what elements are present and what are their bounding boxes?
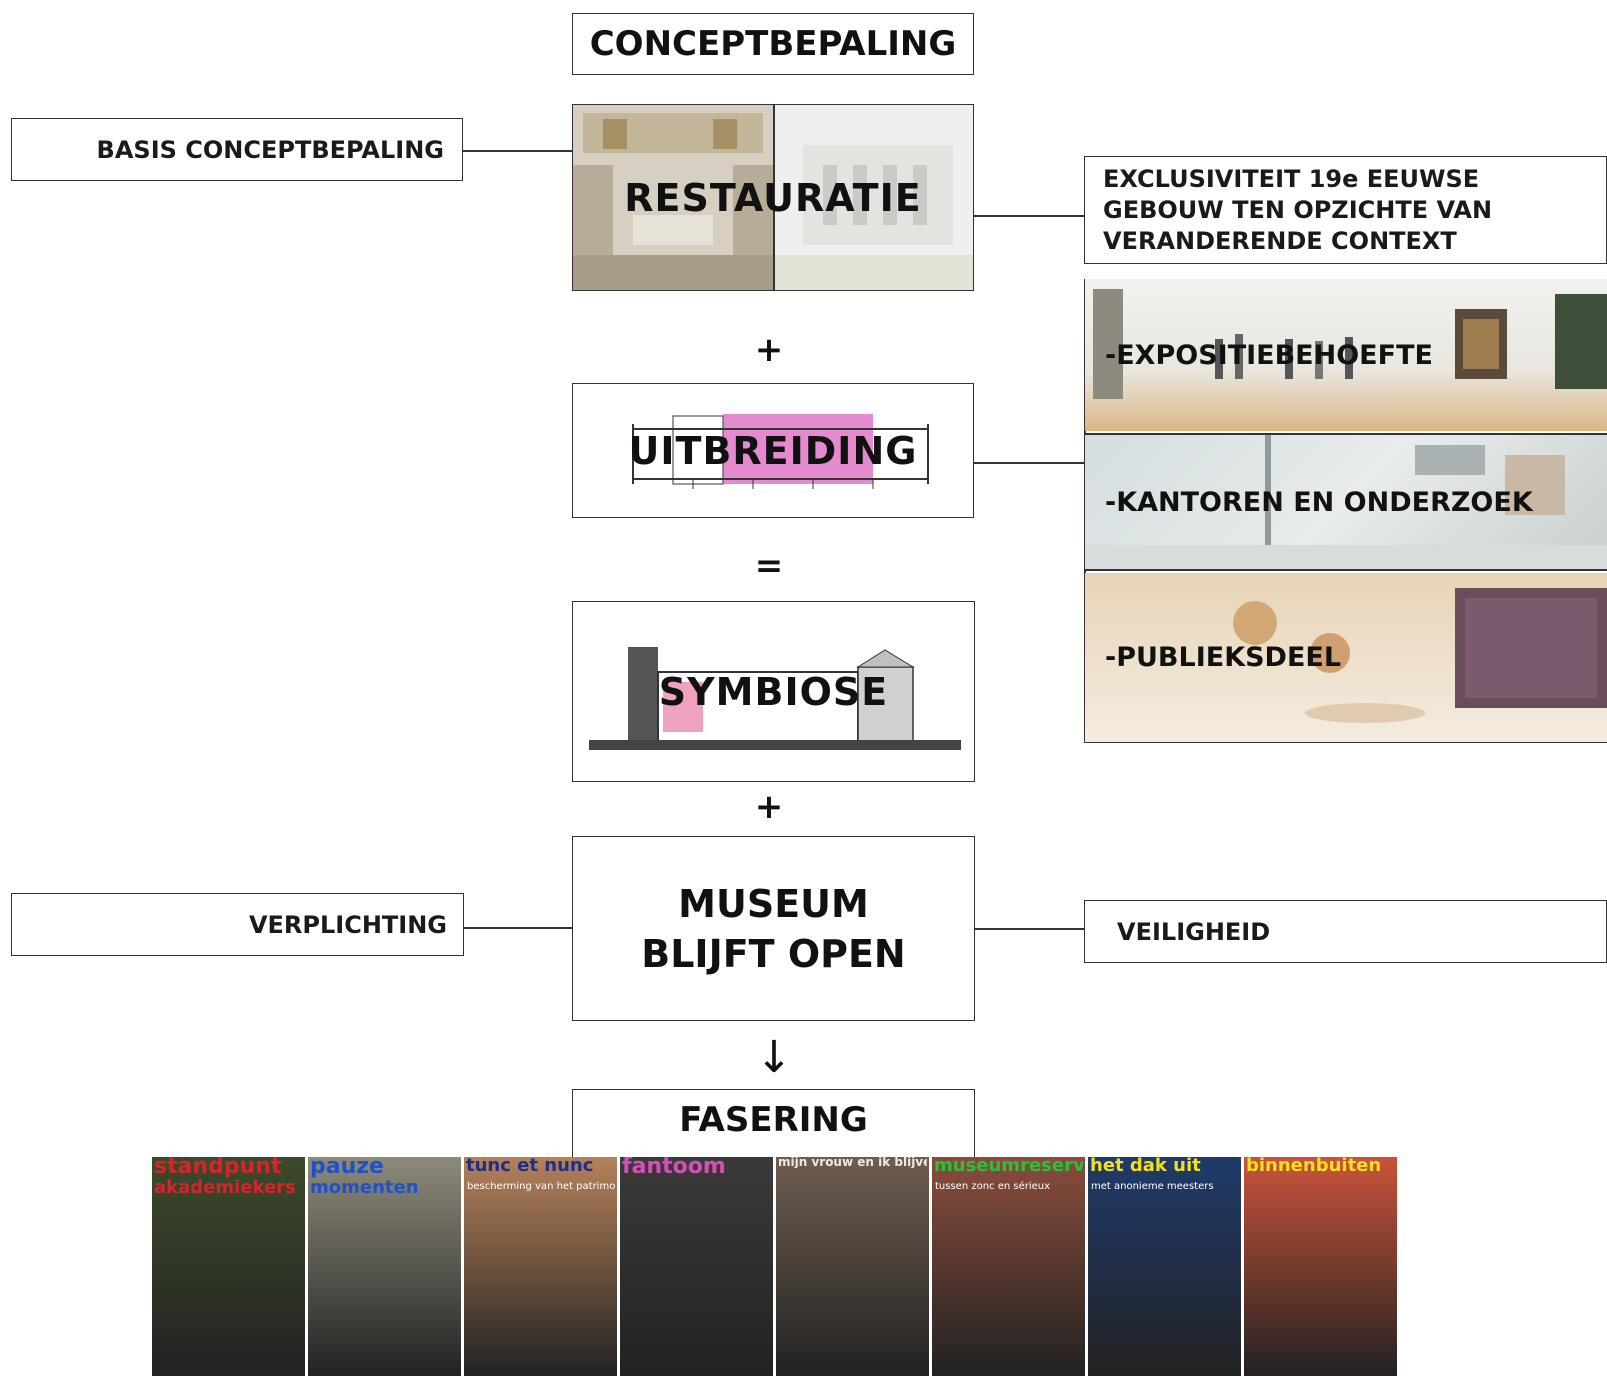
- poster-6: museumreserves tussen zonc en sérieux: [932, 1157, 1086, 1376]
- conceptbepaling-box: CONCEPTBEPALING: [572, 13, 974, 75]
- publieksdeel-photo: [1233, 588, 1607, 723]
- poster-4: fantoom: [620, 1157, 774, 1376]
- uitbreiding-title: UITBREIDING: [628, 428, 918, 473]
- exclusiviteit-label: EXCLUSIVITEIT 19e EEUWSE GEBOUW TEN OPZI…: [1084, 156, 1607, 264]
- expositie-panel: -EXPOSITIEBEHOEFTE: [1085, 279, 1607, 431]
- plus-operator-2: +: [754, 787, 784, 827]
- connector-basis: [463, 150, 573, 152]
- poster-title: fantoom: [622, 1157, 726, 1178]
- verplichting-text: VERPLICHTING: [248, 910, 447, 939]
- kantoren-text: -KANTOREN EN ONDERZOEK: [1105, 486, 1533, 518]
- expositie-text: -EXPOSITIEBEHOEFTE: [1105, 339, 1433, 371]
- poster-title: standpunt: [154, 1157, 282, 1178]
- poster-caption: met anonieme meesters: [1091, 1181, 1214, 1192]
- veiligheid-label: VEILIGHEID: [1084, 900, 1607, 963]
- museum-line-2: BLIJFT OPEN: [641, 931, 906, 976]
- basis-conceptbepaling-text: BASIS CONCEPTBEPALING: [96, 135, 444, 164]
- publieksdeel-panel: -PUBLIEKSDEEL: [1085, 573, 1607, 743]
- connector-exclusiviteit: [974, 215, 1084, 217]
- museum-line-1: MUSEUM: [678, 881, 869, 926]
- kantoren-photo: [1085, 435, 1607, 569]
- arrow-down-icon: ↓: [755, 1032, 793, 1083]
- poster-title: pauze: [310, 1157, 384, 1178]
- symbiose-box: SYMBIOSE: [572, 601, 975, 782]
- restauratie-title: RESTAURATIE: [624, 175, 922, 220]
- museum-blijft-open-box: MUSEUM BLIJFT OPEN: [572, 836, 975, 1021]
- connector-uitbreiding: [974, 462, 1084, 464]
- exclusiviteit-line-1: EXCLUSIVITEIT 19e EEUWSE: [1103, 164, 1480, 193]
- verplichting-label: VERPLICHTING: [11, 893, 464, 956]
- plus-operator-1: +: [754, 330, 784, 370]
- equals-operator: =: [754, 546, 784, 586]
- fasering-box: FASERING: [572, 1089, 975, 1159]
- poster-title: het dak uit: [1090, 1157, 1201, 1175]
- basis-conceptbepaling-label: BASIS CONCEPTBEPALING: [11, 118, 463, 181]
- poster-3: tunc et nunc bescherming van het patrimon…: [464, 1157, 618, 1376]
- exclusiviteit-line-2: GEBOUW TEN OPZICHTE VAN: [1103, 195, 1493, 224]
- conceptbepaling-title: CONCEPTBEPALING: [589, 24, 957, 64]
- poster-title: binnenbuiten: [1246, 1157, 1382, 1175]
- symbiose-section: [589, 647, 961, 750]
- connector-veiligheid: [975, 928, 1085, 930]
- poster-title: museumreserves: [934, 1157, 1083, 1175]
- poster-subtitle: akademiekers: [154, 1179, 296, 1197]
- poster-5: mijn vrouw en ik blijven: [776, 1157, 930, 1376]
- uitbreiding-box: UITBREIDING: [572, 383, 974, 518]
- expositie-photo: [1093, 289, 1607, 399]
- restauratie-box: RESTAURATIE: [572, 104, 974, 291]
- exclusiviteit-line-3: VERANDERENDE CONTEXT: [1103, 226, 1457, 255]
- kantoren-panel: -KANTOREN EN ONDERZOEK: [1085, 433, 1607, 571]
- publieksdeel-text: -PUBLIEKSDEEL: [1105, 642, 1342, 673]
- connector-verplichting: [464, 927, 573, 929]
- poster-title: tunc et nunc: [466, 1157, 594, 1175]
- poster-8: binnenbuiten: [1244, 1157, 1398, 1376]
- poster-caption: bescherming van het patrimonium: [467, 1181, 615, 1192]
- veiligheid-text: VEILIGHEID: [1117, 917, 1271, 946]
- poster-7: het dak uit met anonieme meesters: [1088, 1157, 1242, 1376]
- poster-subtitle: momenten: [310, 1179, 419, 1197]
- poster-title: mijn vrouw en ik blijven: [778, 1157, 927, 1169]
- uitbreiding-plan: [632, 414, 929, 489]
- symbiose-title: SYMBIOSE: [658, 669, 889, 714]
- fasering-title: FASERING: [679, 1100, 868, 1140]
- poster-caption: tussen zonc en sérieux: [935, 1181, 1051, 1192]
- panels-frame: [1084, 279, 1086, 743]
- restauratie-photos: [573, 105, 973, 290]
